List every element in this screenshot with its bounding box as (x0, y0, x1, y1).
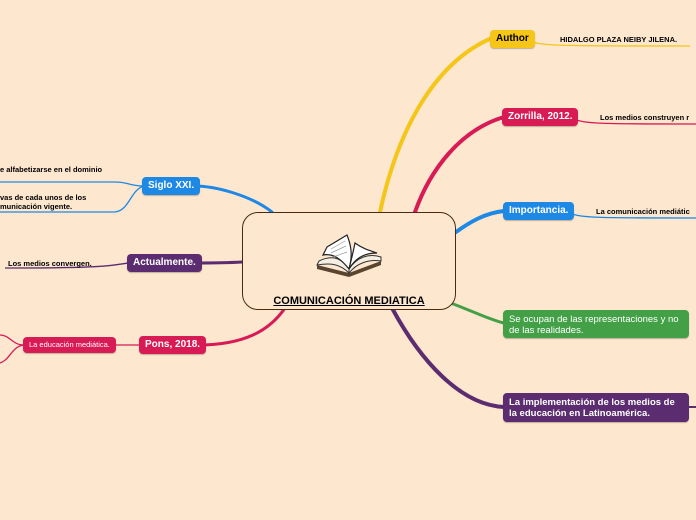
central-topic[interactable]: COMUNICACIÓN MEDIATICA (242, 212, 456, 310)
branch-siglo-xxi[interactable]: Siglo XXI. (142, 177, 201, 195)
leaf-importancia: La comunicación mediátic (596, 207, 690, 216)
leaf-siglo-xxi-2: vas de cada unos de los (0, 193, 87, 202)
branch-importancia[interactable]: Importancia. (503, 202, 575, 220)
open-book-icon (316, 234, 382, 277)
subbranch-educacion-mediatica[interactable]: La educación mediática. (23, 337, 116, 353)
central-title: COMUNICACIÓN MEDIATICA (273, 295, 425, 307)
leaf-siglo-xxi-1: e alfabetizarse en el dominio (0, 165, 103, 174)
leaf-siglo-xxi-3: municación vigente. (0, 202, 73, 211)
branch-author[interactable]: Author (490, 30, 535, 48)
leaf-zorrilla: Los medios construyen r (600, 113, 690, 122)
leaf-author-name: HIDALGO PLAZA NEIBY JILENA. (560, 35, 678, 44)
branch-actualmente[interactable]: Actualmente. (127, 254, 202, 272)
branch-representaciones[interactable]: Se ocupan de las representaciones y no d… (503, 310, 689, 338)
branch-implementacion[interactable]: La implementación de los medios de la ed… (503, 393, 689, 422)
branch-zorrilla[interactable]: Zorrilla, 2012. (502, 108, 579, 126)
branch-pons[interactable]: Pons, 2018. (139, 336, 207, 354)
leaf-actualmente: Los medios convergen. (8, 259, 92, 268)
